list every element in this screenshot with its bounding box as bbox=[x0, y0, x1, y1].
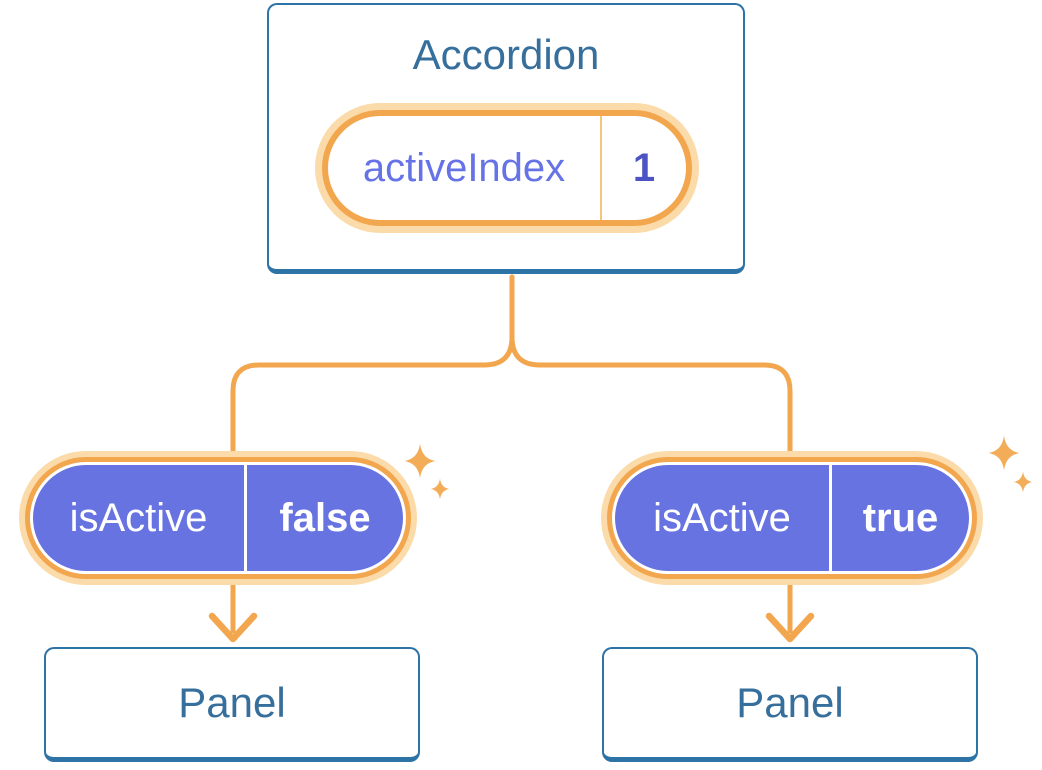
panel-title: Panel bbox=[736, 679, 844, 726]
prop-value-label: false bbox=[244, 465, 403, 571]
prop-name-label: isActive bbox=[653, 495, 791, 540]
accordion-title: Accordion bbox=[412, 31, 600, 78]
state-value-label: 1 bbox=[600, 116, 686, 220]
panel-card-left: Panel bbox=[44, 647, 420, 762]
connector-root-to-left bbox=[230, 274, 515, 471]
state-pill-active-index: activeIndex 1 bbox=[322, 110, 692, 226]
prop-pill-is-active-left: isActive false bbox=[30, 462, 406, 574]
prop-name-label: isActive bbox=[69, 495, 208, 540]
sparkles-icon-right bbox=[988, 435, 1033, 493]
prop-value-label: true bbox=[829, 465, 969, 571]
prop-pill-is-active-right: isActive true bbox=[612, 462, 972, 574]
connector-root-to-right bbox=[509, 274, 793, 471]
arrow-left-head bbox=[208, 612, 258, 643]
arrow-right-head bbox=[765, 612, 815, 643]
panel-title: Panel bbox=[178, 679, 286, 726]
state-name-label: activeIndex bbox=[362, 145, 566, 190]
panel-card-right: Panel bbox=[602, 647, 978, 762]
sparkles-icon-left bbox=[404, 443, 450, 500]
